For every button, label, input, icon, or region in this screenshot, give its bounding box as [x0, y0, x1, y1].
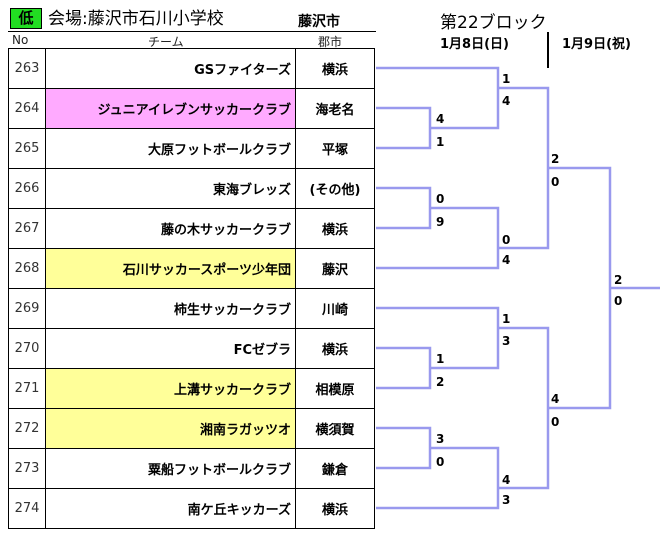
level-badge: 低	[10, 8, 42, 29]
score-268: 4	[502, 253, 510, 267]
score-267: 9	[436, 215, 444, 229]
column-header-no: No	[12, 33, 29, 47]
team-number: 265	[8, 128, 46, 169]
team-name: 東海ブレッズ	[45, 168, 296, 209]
score-271: 2	[436, 375, 444, 389]
score-273: 0	[436, 455, 444, 469]
bracket-line-semi-b	[498, 326, 550, 490]
team-city: 川崎	[295, 288, 375, 329]
bracket-line-264-265	[376, 106, 432, 150]
score-w4: 3	[502, 334, 510, 348]
score-263: 1	[502, 72, 510, 86]
team-name: 南ケ丘キッカーズ	[45, 488, 296, 529]
team-number: 270	[8, 328, 46, 369]
team-number: 274	[8, 488, 46, 529]
host-city: 藤沢市	[298, 14, 340, 30]
score-semi-a-bottom: 0	[551, 175, 559, 189]
bracket-line-final	[548, 166, 612, 410]
bracket-line-w2-268	[376, 206, 500, 270]
team-name: 上溝サッカークラブ	[45, 368, 296, 409]
score-w1: 4	[502, 94, 510, 108]
score-semi-b-top: 4	[551, 392, 559, 406]
team-city: 横浜	[295, 488, 375, 529]
team-name: FCゼブラ	[45, 328, 296, 369]
team-number: 264	[8, 88, 46, 129]
score-270: 1	[436, 352, 444, 366]
team-number: 269	[8, 288, 46, 329]
score-semi-b-bottom: 0	[551, 415, 559, 429]
score-w5: 4	[502, 473, 510, 487]
team-number: 263	[8, 48, 46, 89]
date-day2: 1月9日(祝)	[562, 37, 631, 52]
team-city: 平塚	[295, 128, 375, 169]
team-name: GSファイターズ	[45, 48, 296, 89]
score-semi-a-top: 2	[551, 152, 559, 166]
header-underline	[8, 31, 376, 32]
score-final-bottom: 0	[614, 294, 622, 308]
team-number: 273	[8, 448, 46, 489]
date-day1: 1月8日(日)	[440, 37, 509, 52]
bracket-line-270-271	[376, 346, 432, 390]
score-265: 1	[436, 135, 444, 149]
bracket-line-269-w4	[376, 306, 500, 370]
team-city: 藤沢	[295, 248, 375, 289]
column-header-team: チーム	[148, 35, 184, 49]
team-name: 粟船フットボールクラブ	[45, 448, 296, 489]
team-city: 横浜	[295, 48, 375, 89]
team-name: 柿生サッカークラブ	[45, 288, 296, 329]
team-name: 大原フットボールクラブ	[45, 128, 296, 169]
team-city: 海老名	[295, 88, 375, 129]
score-w2: 0	[502, 233, 510, 247]
score-final-top: 2	[614, 273, 622, 287]
bracket-line-semi-a	[498, 86, 550, 250]
team-city: 横浜	[295, 328, 375, 369]
date-divider	[547, 32, 549, 68]
bracket-line-272-273	[376, 426, 432, 470]
score-274: 3	[502, 493, 510, 507]
column-header-city: 郡市	[318, 35, 343, 49]
score-266: 0	[436, 192, 444, 206]
team-name: 石川サッカースポーツ少年団	[45, 248, 296, 289]
score-264: 4	[436, 112, 444, 126]
block-title: 第22ブロック	[440, 13, 547, 33]
score-269: 1	[502, 312, 510, 326]
team-name: ジュニアイレブンサッカークラブ	[45, 88, 296, 129]
bracket-lines	[376, 66, 660, 510]
team-number: 267	[8, 208, 46, 249]
bracket-line-263-w1	[376, 66, 500, 130]
venue-title: 会場:藤沢市石川小学校	[48, 9, 224, 29]
team-city: (その他)	[295, 168, 375, 209]
team-number: 266	[8, 168, 46, 209]
bracket-line-w5-274	[376, 446, 500, 510]
team-city: 横浜	[295, 208, 375, 249]
score-272: 3	[436, 432, 444, 446]
bracket-line-266-267	[376, 186, 432, 230]
